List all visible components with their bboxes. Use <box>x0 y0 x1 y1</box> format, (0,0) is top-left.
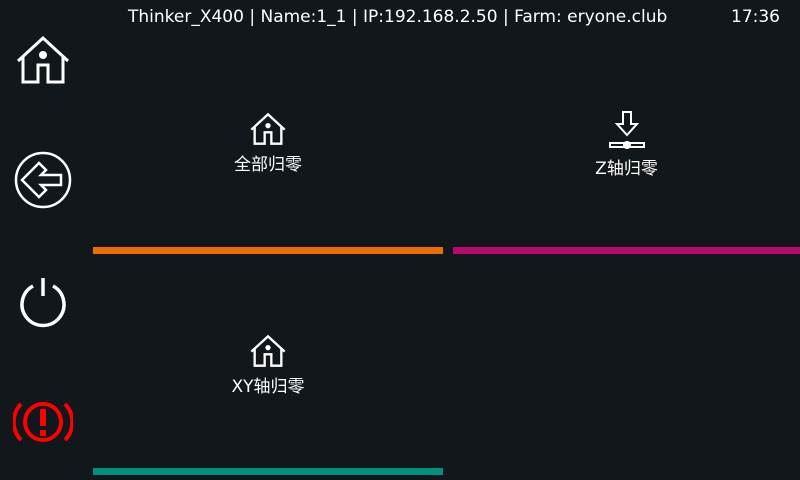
home-xy-accent-bar <box>93 468 443 475</box>
home-z-accent-bar <box>453 247 800 254</box>
sidebar-power-button[interactable] <box>0 252 86 352</box>
printer-info-title: Thinker_X400 | Name:1_1 | IP:192.168.2.5… <box>128 7 668 27</box>
power-icon <box>20 278 66 328</box>
sidebar-emergency-stop-button[interactable] <box>0 372 86 472</box>
home-all-accent-bar <box>93 247 443 254</box>
home-xy-button[interactable]: XY轴归零 <box>93 334 443 397</box>
clock: 17:36 <box>731 7 780 27</box>
back-icon <box>14 151 72 209</box>
sidebar-back-button[interactable] <box>0 130 86 230</box>
sidebar-home-button[interactable] <box>0 10 86 110</box>
home-xy-label: XY轴归零 <box>231 377 305 397</box>
emergency-stop-icon <box>13 402 73 442</box>
home-icon <box>250 334 286 367</box>
home-z-button[interactable]: Z轴归零 <box>453 110 800 179</box>
home-all-button[interactable]: 全部归零 <box>93 112 443 175</box>
home-z-label: Z轴归零 <box>595 159 658 179</box>
z-home-icon <box>608 111 645 149</box>
home-all-label: 全部归零 <box>234 155 302 175</box>
home-icon <box>16 35 70 84</box>
home-icon <box>250 112 286 145</box>
